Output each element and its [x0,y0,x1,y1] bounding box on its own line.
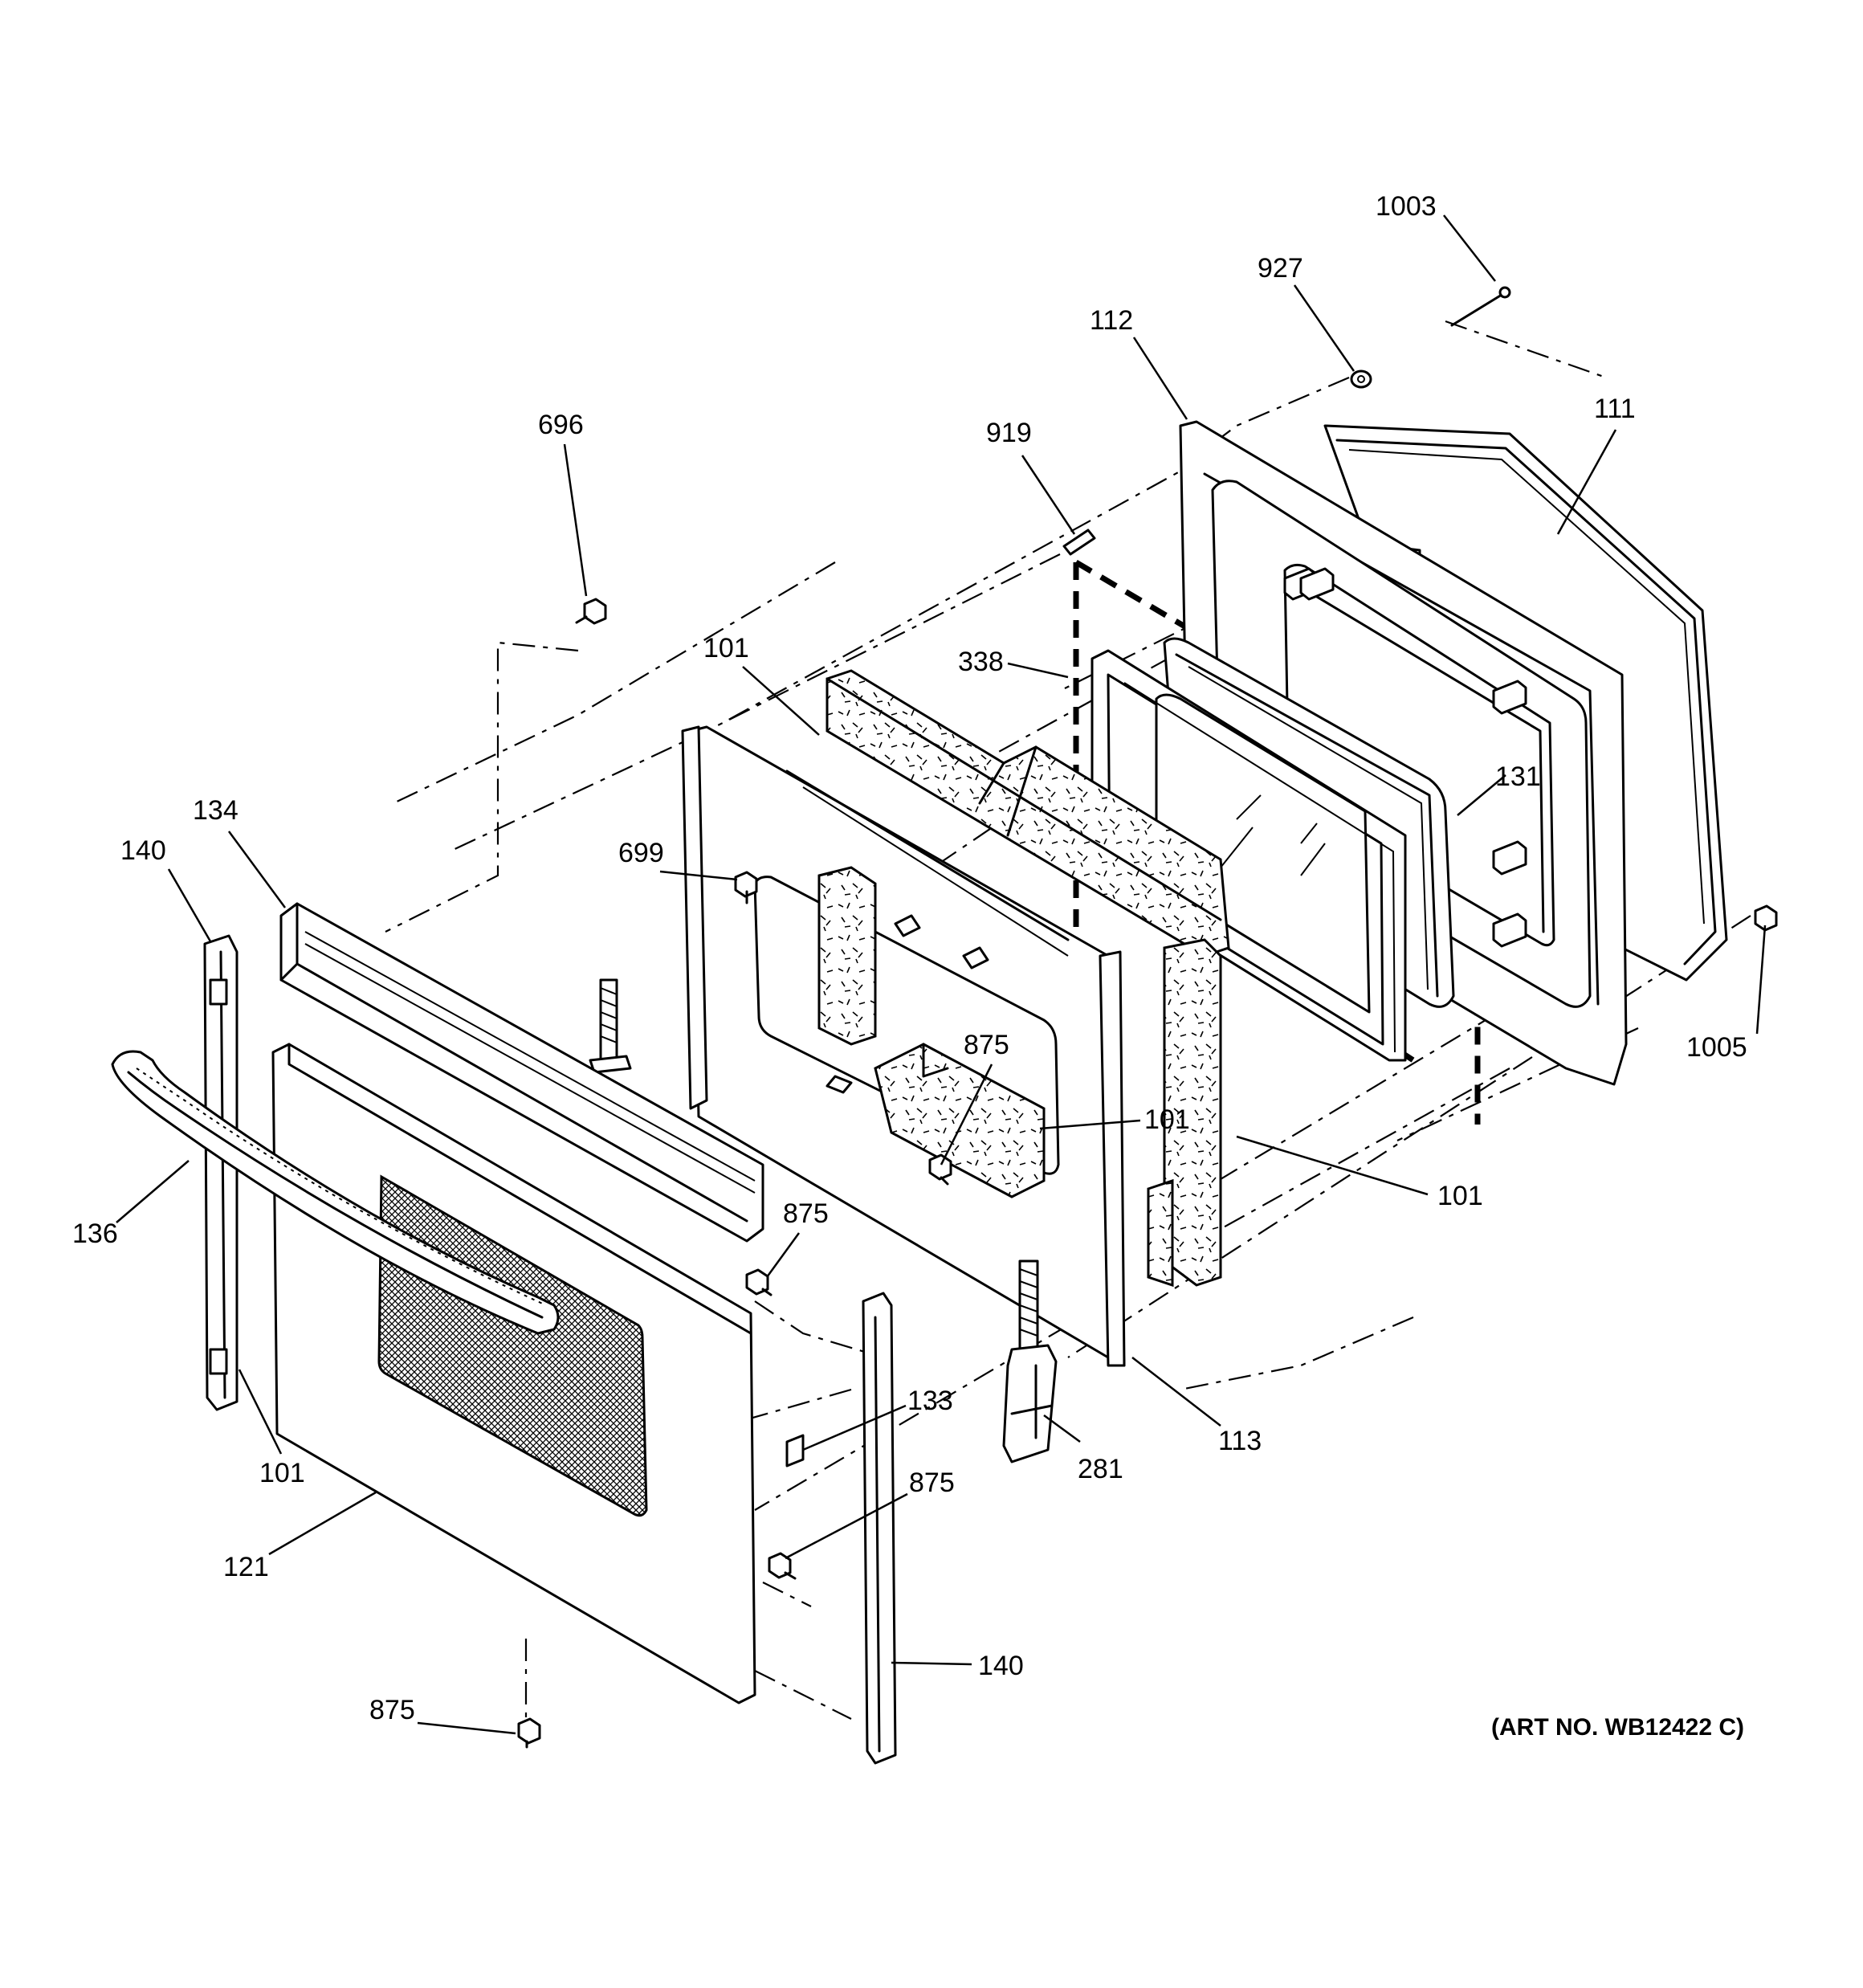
pin-919 [1062,529,1096,556]
screw-1003 [1450,286,1511,327]
screw-699 [734,871,758,904]
callout-101-left: 101 [259,1458,305,1488]
callout-699: 699 [618,838,664,868]
side-trim-140-right [862,1292,897,1765]
callout-927: 927 [1258,253,1303,284]
callout-338: 338 [958,647,1004,677]
callout-111: 111 [1594,394,1636,424]
callout-140-left: 140 [120,835,166,866]
callout-113: 113 [1218,1426,1262,1456]
callout-131: 131 [1495,761,1541,792]
inner-door-panel-112 [1179,420,1628,1086]
washer-927 [1350,369,1372,389]
callout-112: 112 [1090,305,1133,336]
callout-875-bottom: 875 [369,1695,415,1725]
hinge-281-right [1002,1259,1058,1463]
callout-121: 121 [223,1552,269,1582]
callout-labels: 1003 927 112 111 696 919 101 338 131 134… [72,191,1747,1741]
clip-133 [785,1434,805,1468]
door-handle-136 [111,1050,560,1335]
callout-696: 696 [538,410,584,440]
callout-133: 133 [907,1386,953,1416]
callout-281: 281 [1078,1454,1123,1484]
side-trim-140-left [203,934,238,1411]
callout-136: 136 [72,1219,118,1249]
callout-140-right: 140 [978,1651,1024,1681]
door-window-pack [1090,649,1407,1062]
insulation-101-top [826,669,1230,957]
callout-875-liner: 875 [964,1030,1009,1060]
callout-919: 919 [986,418,1032,448]
screw-875-side [745,1268,773,1296]
callout-134: 134 [193,795,238,826]
callout-1003: 1003 [1376,191,1437,222]
callout-101-right: 101 [1437,1181,1483,1211]
callout-875-side: 875 [783,1198,829,1229]
callout-875-lower: 875 [909,1468,955,1498]
door-clips [1283,567,1527,948]
door-top-trim-134 [279,902,764,1243]
screw-875-liner [928,1153,952,1186]
callout-101-mid: 101 [1144,1104,1190,1135]
screw-696 [575,598,607,625]
callout-leaders [116,214,1767,1735]
screw-875-bottom [517,1717,541,1749]
insulation-101-right [1147,938,1222,1288]
insulation-101-liner [817,866,1046,1198]
callout-1005: 1005 [1686,1032,1747,1063]
screw-875-lower [768,1552,797,1580]
callout-101-top: 101 [703,633,749,663]
screw-1005 [1754,904,1778,932]
hinge-281-left [589,978,632,1074]
art-number: (ART NO. WB12422 C) [1491,1714,1744,1741]
